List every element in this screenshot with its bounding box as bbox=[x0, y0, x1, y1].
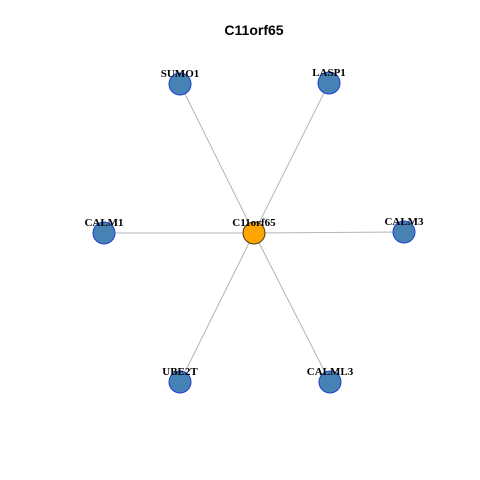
node-label: CALM3 bbox=[384, 216, 424, 228]
node-label: CALM1 bbox=[84, 217, 123, 229]
node-circle[interactable] bbox=[92, 221, 116, 245]
edge-layer bbox=[104, 82, 405, 383]
node-circle[interactable] bbox=[392, 220, 416, 244]
node-label: C11orf65 bbox=[232, 217, 276, 229]
edge-c11orf65-ube2t bbox=[179, 232, 255, 383]
node-label: CALML3 bbox=[307, 366, 354, 378]
node-circle[interactable] bbox=[318, 370, 342, 394]
node-calm1[interactable]: CALM1 bbox=[84, 217, 124, 245]
node-circle[interactable] bbox=[168, 370, 192, 394]
node-calm3[interactable]: CALM3 bbox=[384, 216, 424, 244]
node-label: SUMO1 bbox=[161, 68, 200, 80]
edge-c11orf65-calm3 bbox=[253, 231, 405, 234]
node-label: LASP1 bbox=[312, 67, 346, 79]
node-circle[interactable] bbox=[242, 221, 266, 245]
node-lasp1[interactable]: LASP1 bbox=[312, 67, 346, 95]
node-circle[interactable] bbox=[168, 72, 192, 96]
node-calml3[interactable]: CALML3 bbox=[307, 366, 354, 394]
diagram-title: C11orf65 bbox=[224, 22, 283, 38]
node-circle[interactable] bbox=[317, 71, 341, 95]
edge-c11orf65-lasp1 bbox=[253, 82, 330, 234]
node-label: UBE2T bbox=[162, 366, 198, 378]
edge-c11orf65-sumo1 bbox=[179, 83, 255, 234]
node-sumo1[interactable]: SUMO1 bbox=[161, 68, 200, 96]
node-c11orf65[interactable]: C11orf65 bbox=[232, 217, 276, 245]
node-ube2t[interactable]: UBE2T bbox=[162, 366, 198, 394]
edge-c11orf65-calml3 bbox=[253, 232, 331, 383]
